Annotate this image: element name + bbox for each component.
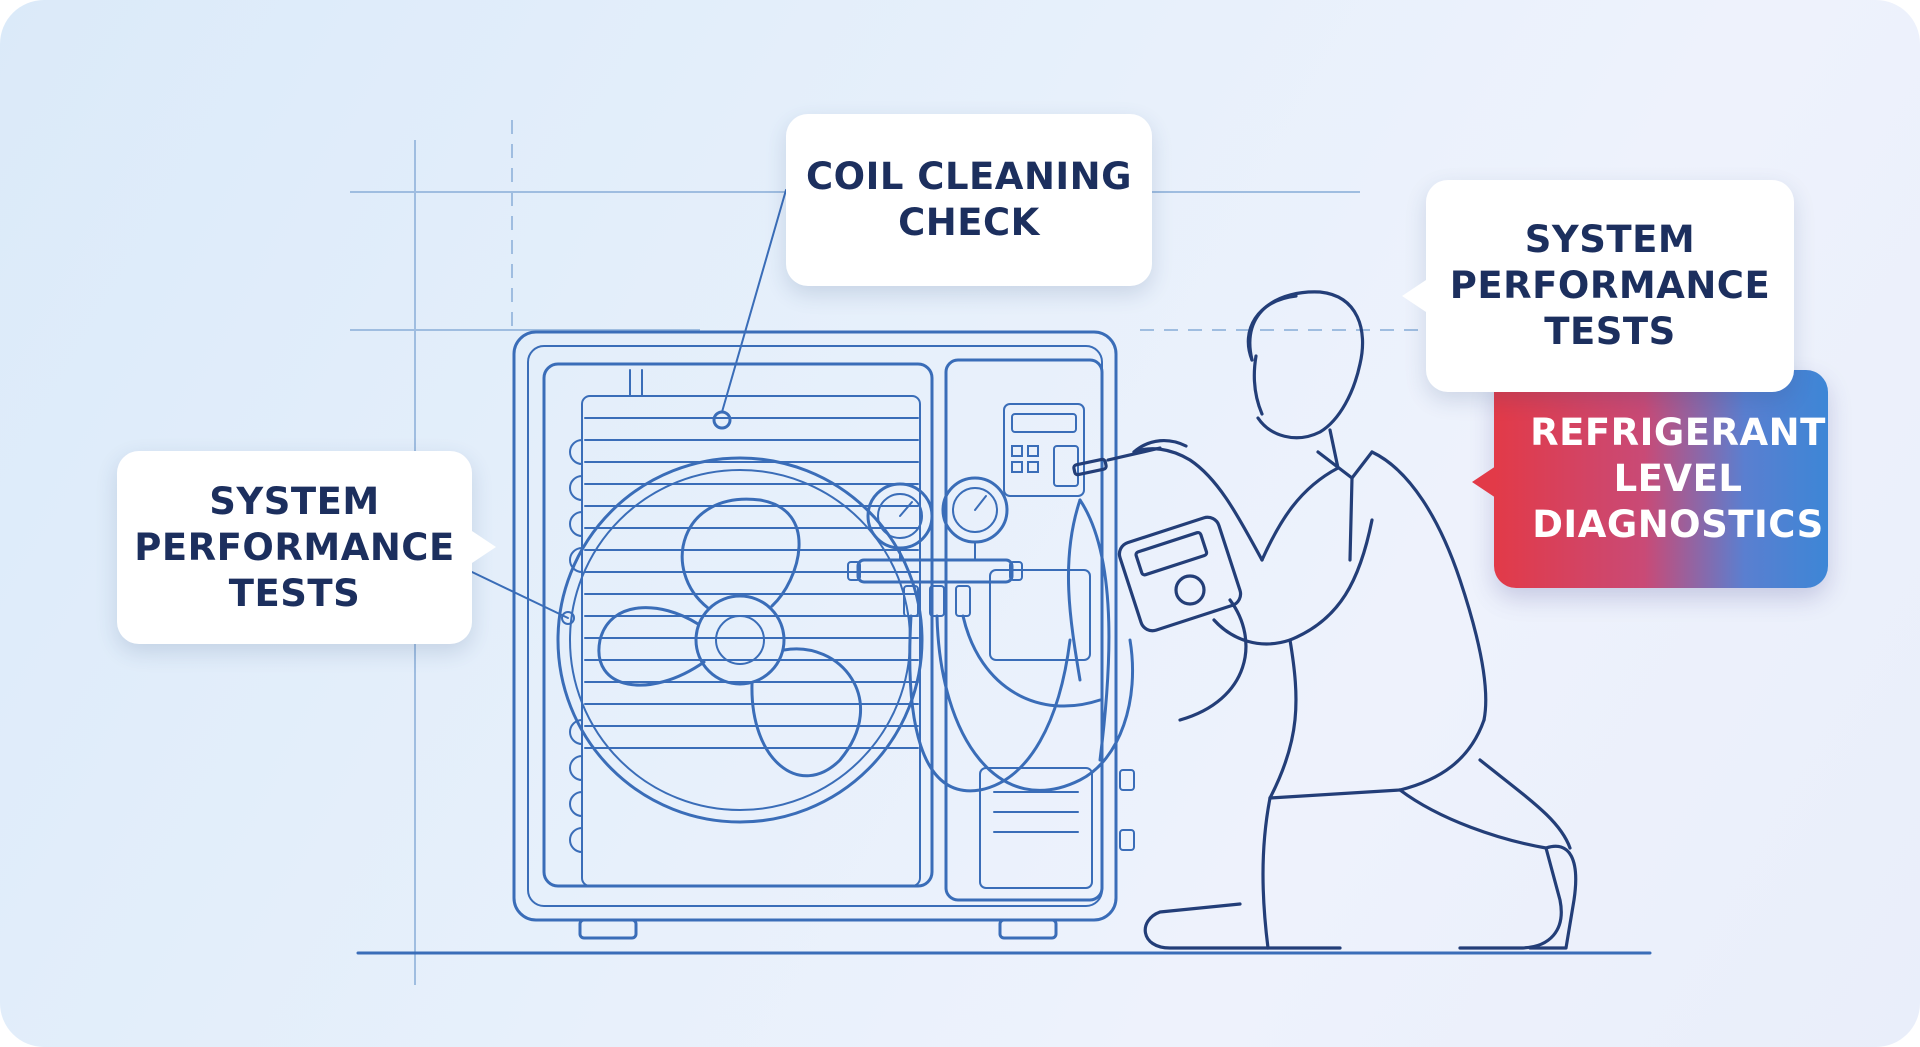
technician-icon: [1132, 290, 1578, 950]
callout-pointer: [1472, 466, 1496, 498]
callout-line: TESTS: [1544, 310, 1676, 353]
multimeter-icon: [1072, 446, 1248, 722]
callout-line: PERFORMANCE: [1449, 264, 1771, 307]
callout-line: PERFORMANCE: [134, 525, 455, 569]
callout-pointer: [472, 531, 496, 563]
callout-line: LEVEL: [1613, 457, 1743, 500]
callout-line: REFRIGERANT: [1530, 411, 1826, 454]
coil-cleaning-check-callout: COIL CLEANING CHECK: [786, 114, 1152, 286]
callout-line: SYSTEM: [209, 479, 380, 523]
callout-line: CHECK: [898, 201, 1040, 244]
callout-line: TESTS: [228, 571, 361, 615]
coil-marker: [712, 410, 732, 430]
outdoor-ac-unit-icon: [512, 330, 1135, 940]
refrigerant-hoses: [908, 498, 1135, 793]
callout-line: COIL CLEANING: [805, 155, 1133, 198]
callout-pointer: [1402, 280, 1426, 312]
system-performance-tests-callout-left: SYSTEM PERFORMANCE TESTS: [117, 451, 496, 644]
callout-leader-lines: [471, 189, 787, 625]
callout-line: SYSTEM: [1524, 218, 1696, 261]
callout-line: DIAGNOSTICS: [1532, 503, 1824, 546]
system-performance-tests-callout-right: SYSTEM PERFORMANCE TESTS: [1402, 180, 1794, 392]
refrigerant-level-diagnostics-callout: REFRIGERANT LEVEL DIAGNOSTICS: [1472, 370, 1828, 588]
pressure-gauge-icon: [847, 476, 1023, 617]
coil-tube-bends: [569, 369, 643, 853]
